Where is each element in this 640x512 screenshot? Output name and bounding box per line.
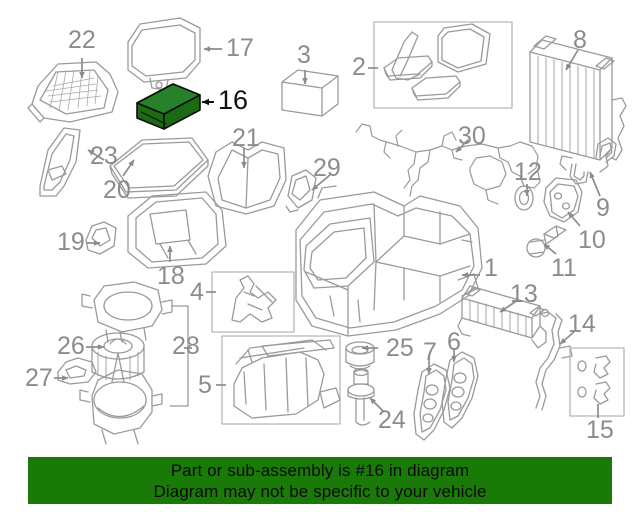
part-20-blower-housing-cover: [109, 137, 209, 199]
callout-7: 7: [423, 338, 437, 366]
part-2-seal-and-gasket-kit: [373, 21, 513, 109]
callout-18: 18: [157, 262, 185, 290]
parts-diagram-canvas: 1 2 3 4 5 6 7 8 9 10 11 12 13 14 15 16 1…: [25, 17, 627, 445]
banner-line-1: Part or sub-assembly is #16 in diagram: [170, 460, 470, 480]
callout-19: 19: [57, 228, 85, 256]
callout-23: 23: [90, 142, 118, 170]
callout-1: 1: [484, 254, 498, 282]
part-18-blower-housing-lower: [127, 191, 227, 269]
part-30-wiring-harness: [355, 123, 541, 205]
part-28-leader-bracket: [169, 305, 189, 407]
callout-24: 24: [378, 406, 406, 434]
callout-16: 16: [218, 85, 249, 115]
part-9-retainer-clip: [559, 137, 617, 185]
callout-30: 30: [458, 122, 486, 150]
banner-line-2: Diagram may not be specific to your vehi…: [153, 481, 487, 501]
part-5-defroster-duct: [221, 335, 341, 425]
callout-13: 13: [510, 280, 538, 308]
callout-2: 2: [352, 53, 366, 81]
callout-15: 15: [586, 416, 614, 444]
callout-5: 5: [198, 371, 212, 399]
part-12-grommet-seal: [514, 185, 534, 211]
callout-9: 9: [596, 194, 610, 222]
part-1-hvac-case-main-housing: [295, 185, 483, 337]
part-14-coolant-pipe: [535, 308, 573, 411]
callout-10: 10: [578, 226, 606, 254]
part-27-resistor-connector: [57, 357, 97, 385]
part-3-control-module-box: [281, 69, 339, 117]
part-15-clip-set: [569, 347, 625, 417]
part-10-expansion-valve: [543, 177, 583, 223]
part-28-blower-assembly-lower: [79, 369, 163, 445]
part-13-heater-core: [457, 285, 547, 349]
part-7-air-duct-left: [413, 363, 451, 441]
part-11-mounting-bolt: [526, 225, 567, 258]
part-24-drain-valve: [347, 367, 375, 426]
part-28-blower-assembly-upper: [81, 281, 173, 343]
callout-25: 25: [386, 334, 414, 362]
part-17-filter-cover: [127, 17, 201, 91]
part-8-evaporator-core: [529, 35, 627, 173]
callout-29: 29: [313, 154, 341, 182]
callout-3: 3: [297, 41, 311, 69]
callout-21: 21: [232, 124, 260, 152]
callout-26: 26: [57, 332, 85, 360]
part-info-banner: Part or sub-assembly is #16 in diagram D…: [28, 457, 612, 504]
callout-20: 20: [103, 176, 131, 204]
part-23-side-bracket: [39, 127, 81, 197]
leader-lines: [54, 46, 601, 418]
callout-14: 14: [568, 310, 596, 338]
part-16-cabin-air-filter: [136, 83, 201, 130]
diagram-svg: [27, 17, 627, 445]
callout-6: 6: [447, 328, 461, 356]
part-21-air-inlet-duct: [207, 141, 287, 215]
callout-17: 17: [226, 34, 254, 62]
part-6-air-duct-right: [441, 351, 479, 429]
callout-12: 12: [514, 158, 542, 186]
part-29-temperature-sensor: [285, 169, 317, 213]
callout-22: 22: [68, 26, 96, 54]
callout-4: 4: [190, 278, 204, 306]
callout-11: 11: [551, 254, 577, 282]
callout-27: 27: [25, 364, 53, 392]
callout-28: 28: [172, 332, 200, 360]
part-4-actuator-linkage: [211, 271, 295, 333]
callout-8: 8: [573, 26, 587, 54]
